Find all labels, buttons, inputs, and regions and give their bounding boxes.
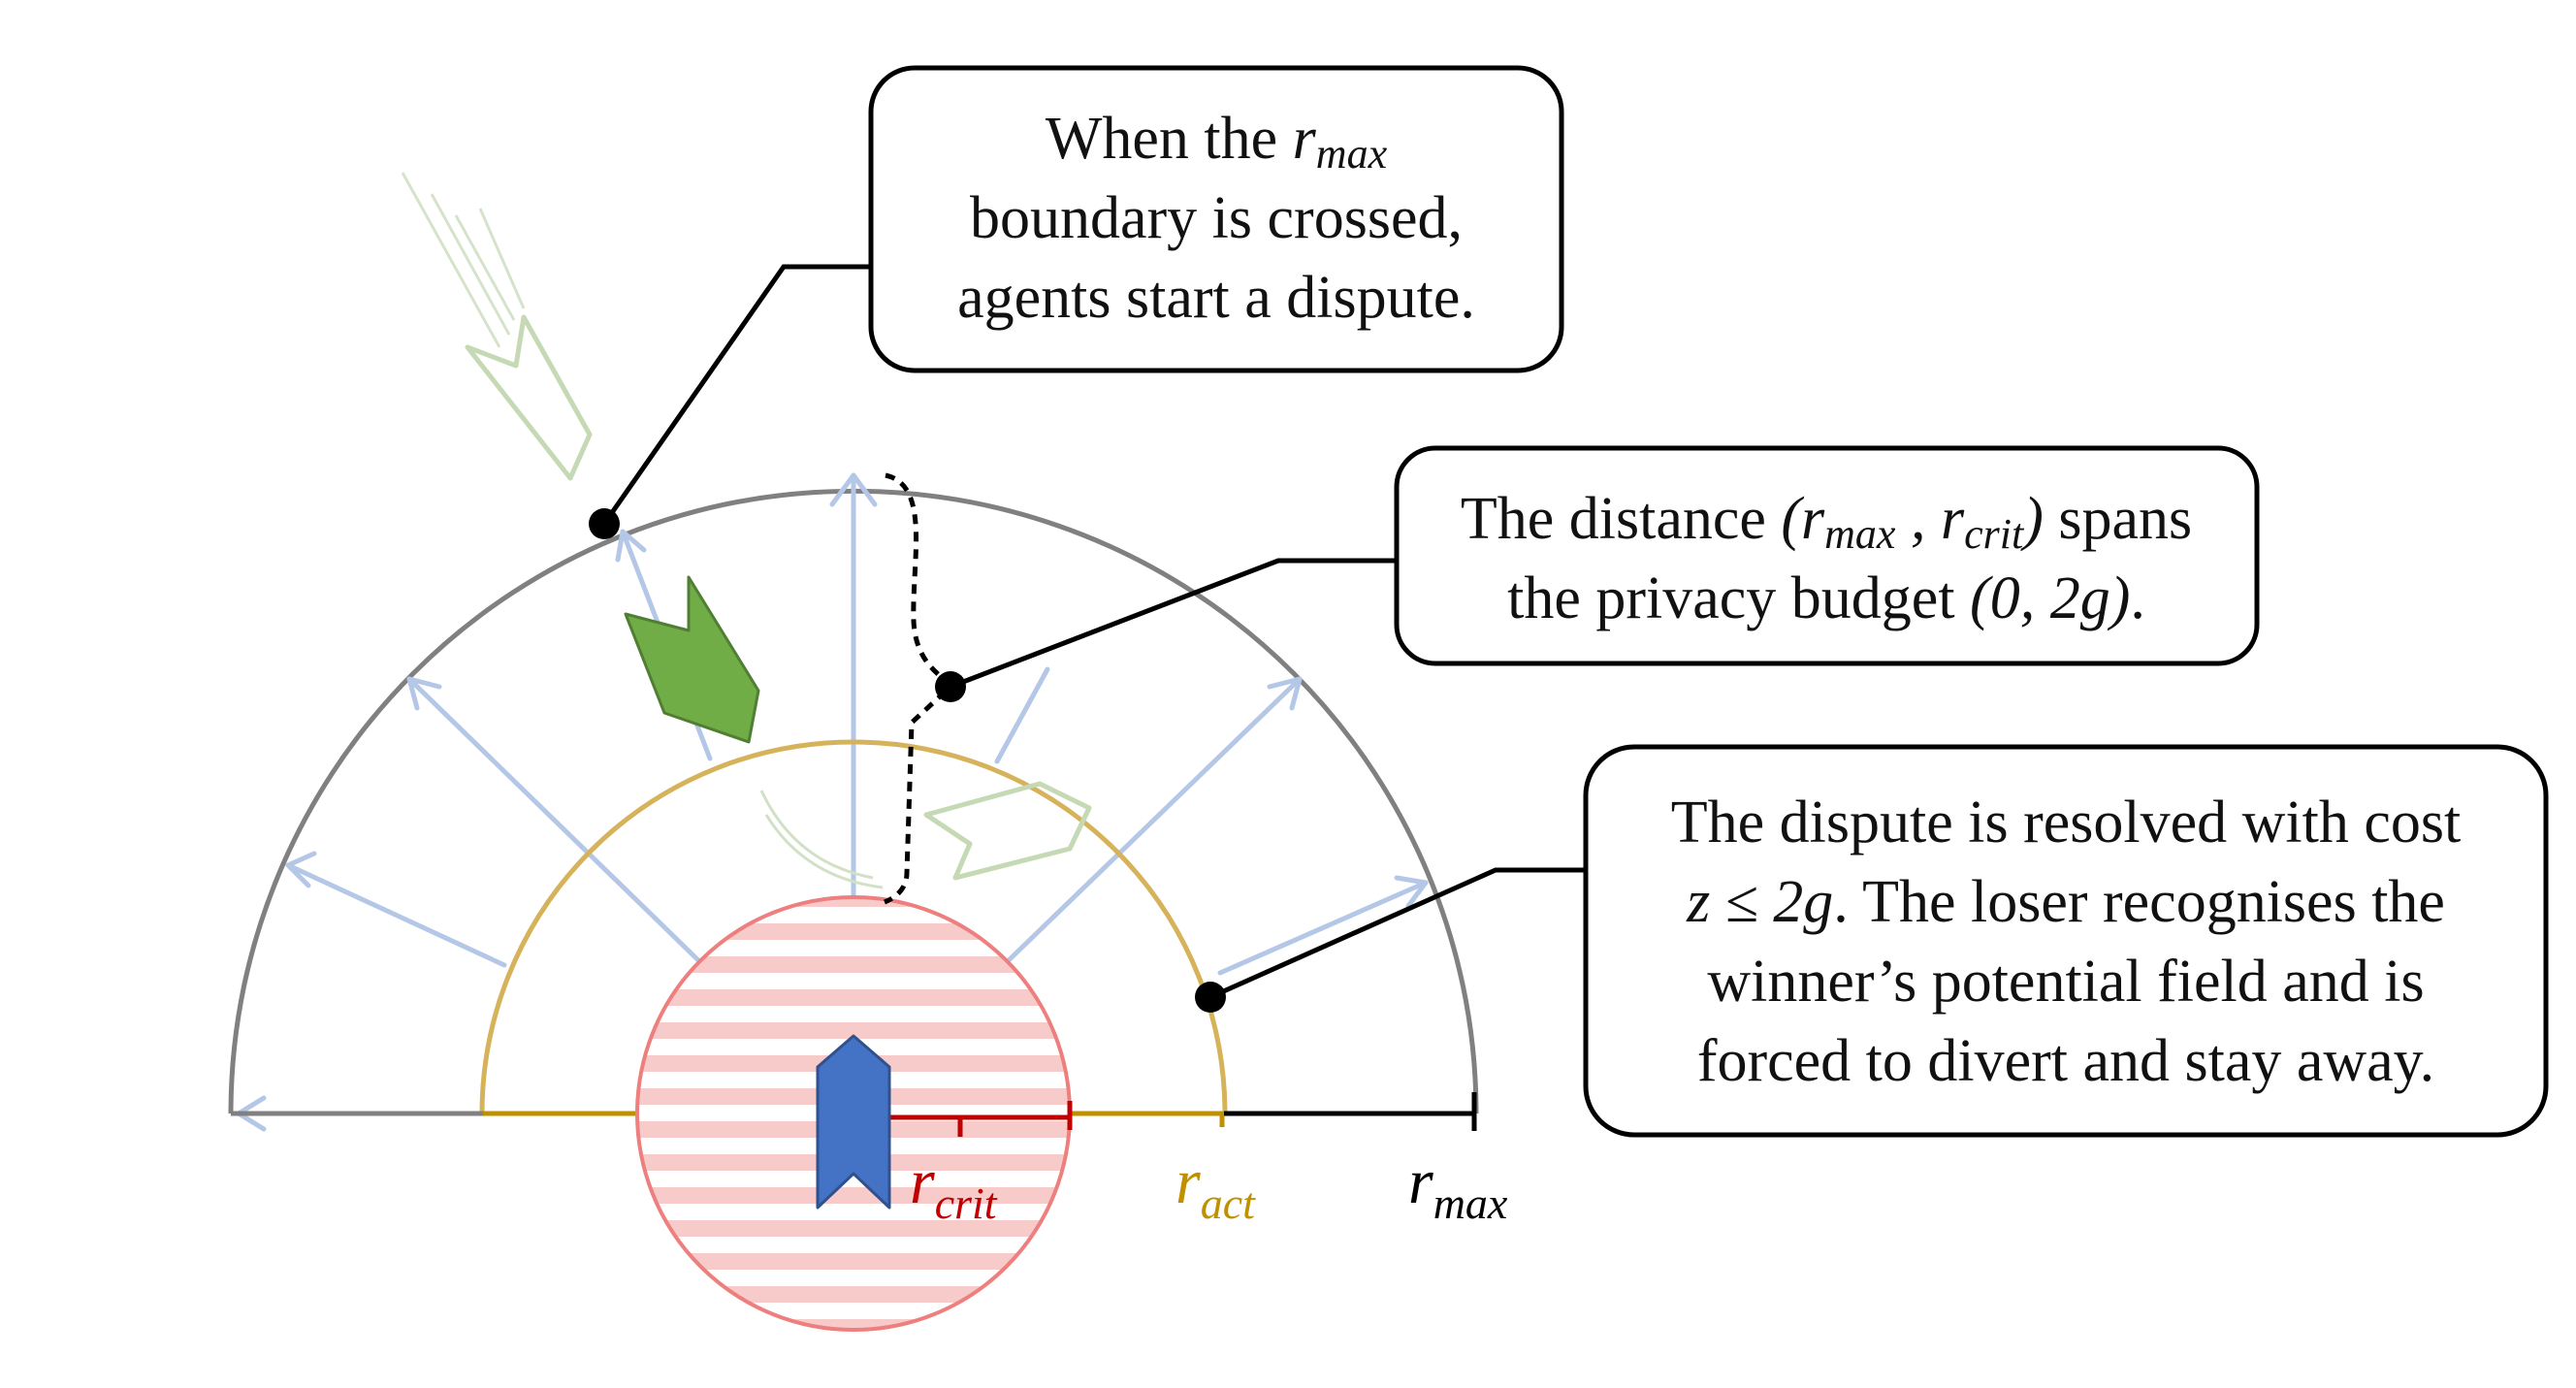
callout-bottom-line3: winner’s potential field and is — [1707, 949, 2424, 1015]
leader-middle — [950, 558, 1397, 690]
callout-bottom-line2-it: z ≤ 2g — [1686, 869, 1833, 935]
callout-middle-line1-pre: The distance — [1461, 486, 1782, 552]
leader-top — [601, 264, 871, 526]
blue-chevron-arrow-icon — [816, 1034, 891, 1210]
callout-bottom-line4: forced to divert and stay away. — [1697, 1028, 2434, 1094]
green-chevron-arrow-icon — [624, 575, 760, 744]
callout-top-line1-var: r — [1293, 106, 1317, 172]
svg-text:When the rmax: When the rmax — [1046, 106, 1388, 178]
dispute-budget-path — [884, 472, 953, 905]
ghost-agent-icon — [465, 314, 593, 481]
callout-middle-line2-post: . — [2130, 565, 2145, 631]
callout-middle-line1-post: spans — [2044, 486, 2192, 552]
leader-bottom — [1208, 867, 1586, 1000]
leader-top-dot — [589, 508, 620, 539]
callout-middle-sub1: max — [1824, 510, 1896, 558]
callout-top-line1-sub: max — [1316, 130, 1388, 178]
callout-bottom-line1: The dispute is resolved with cost — [1671, 790, 2461, 855]
svg-text:the privacy budget (0, 2g).: the privacy budget (0, 2g). — [1507, 565, 2145, 631]
leader-bottom-dot — [1195, 982, 1226, 1013]
r-max-label: rmax — [1408, 1146, 1508, 1228]
deflected-ghost-icon — [923, 781, 1092, 881]
deflected-ghost-trail — [759, 790, 884, 889]
callout-top-line3: agents start a dispute. — [957, 265, 1475, 331]
callout-middle-close: ) — [2020, 486, 2044, 552]
callout-middle: The distance (rmax , rcrit) spans the pr… — [1394, 445, 2260, 666]
r-crit-label: rcrit — [910, 1146, 998, 1228]
callout-middle-line2-it: (0, 2g) — [1970, 565, 2130, 631]
callout-bottom: The dispute is resolved with cost z ≤ 2g… — [1583, 744, 2549, 1138]
callout-middle-sub2: crit — [1964, 510, 2025, 558]
callout-top-line2: boundary is crossed, — [970, 185, 1463, 251]
callout-middle-line2-pre: the privacy budget — [1507, 565, 1970, 631]
ghost-agent-trail — [401, 172, 526, 348]
svg-text:z ≤ 2g. The loser recognises t: z ≤ 2g. The loser recognises the — [1686, 869, 2445, 935]
callout-top: When the rmax boundary is crossed, agent… — [868, 65, 1564, 373]
callout-middle-comma: , r — [1895, 486, 1965, 552]
callout-middle-open: (r — [1781, 486, 1825, 552]
leader-middle-dot — [935, 671, 966, 702]
callout-top-line1-pre: When the — [1046, 106, 1293, 172]
r-act-label: ract — [1175, 1146, 1256, 1228]
svg-text:The distance (rmax , rcrit) sp: The distance (rmax , rcrit) spans — [1461, 486, 2192, 558]
callout-bottom-line2-post: . The loser recognises the — [1833, 869, 2445, 935]
